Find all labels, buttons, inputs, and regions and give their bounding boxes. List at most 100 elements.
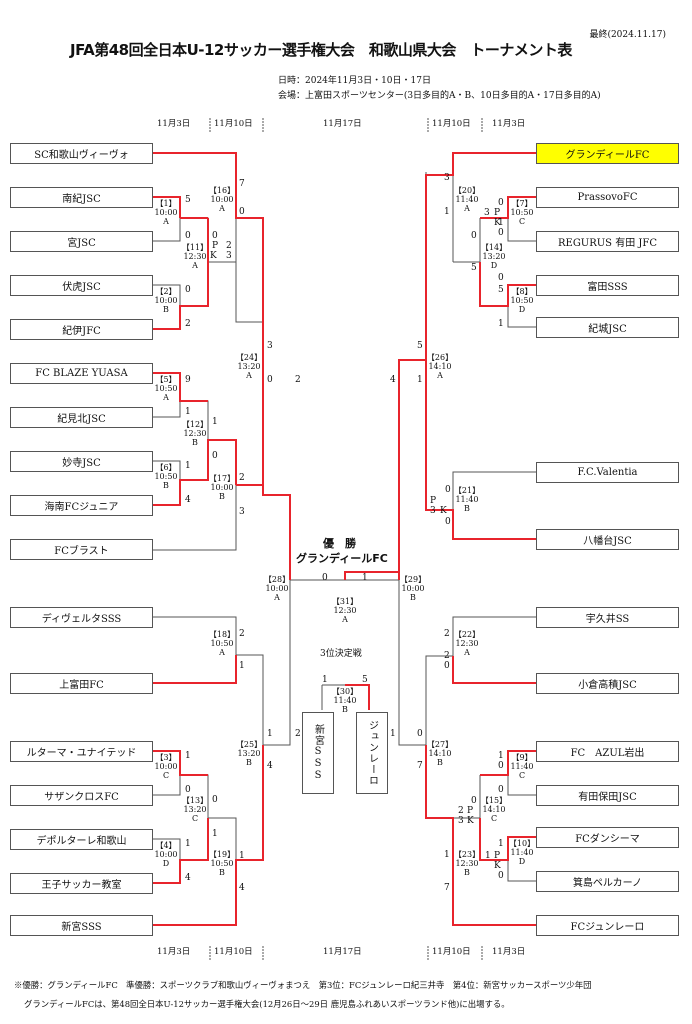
score: K	[494, 861, 501, 871]
day-header-top-c: 11月17日	[323, 119, 362, 129]
day-header-top-r1: 11月3日	[492, 119, 526, 129]
day-header-bottom-r1: 11月3日	[492, 947, 526, 957]
team-box-left: FCブラスト	[10, 539, 153, 560]
team-box-right: 富田SSS	[536, 275, 679, 296]
score: 1	[185, 751, 191, 761]
score: 3	[430, 506, 436, 516]
score: K	[494, 218, 501, 228]
score: 0	[185, 231, 191, 241]
footer-results: ※優勝：グランディールFC 準優勝：スポーツクラブ和歌山ヴィーヴォまつえ 第3位…	[14, 980, 592, 990]
score: 2	[444, 629, 450, 639]
team-box-left: 新宮SSS	[10, 915, 153, 936]
score: 3	[239, 507, 245, 517]
score: 2	[295, 729, 301, 739]
score: 0	[212, 451, 218, 461]
score: 1	[362, 573, 368, 583]
team-box-left: サザンクロスFC	[10, 785, 153, 806]
team-box-left: ディヴェルタSSS	[10, 607, 153, 628]
page-title: JFA第48回全日本U-12サッカー選手権大会 和歌山県大会 トーナメント表	[70, 41, 572, 59]
team-box-right: FCジュンレーロ	[536, 915, 679, 936]
team-box-left: SC和歌山ヴィーヴォ	[10, 143, 153, 164]
team-box-left: 宮JSC	[10, 231, 153, 252]
score: 2	[458, 806, 464, 816]
footer-note: グランディールFCは、第48回全日本U-12サッカー選手権大会(12月26日～2…	[24, 999, 510, 1009]
champion-label: 優 勝	[323, 537, 356, 550]
score: 5	[185, 195, 191, 205]
score: 1	[185, 461, 191, 471]
score: 4	[185, 495, 191, 505]
score: K	[440, 506, 447, 516]
event-dates: 日時：2024年11月3日・10日・17日	[278, 76, 431, 86]
score: 0	[498, 273, 504, 283]
day-header-top-l1: 11月3日	[157, 119, 191, 129]
score: P	[494, 208, 501, 218]
team-box-right: PrassovoFC	[536, 187, 679, 208]
score: 1	[322, 675, 328, 685]
day-header-top-l2: 11月10日	[214, 119, 253, 129]
score: 2	[295, 375, 301, 385]
team-box-left: 海南FCジュニア	[10, 495, 153, 516]
score: P	[494, 851, 501, 861]
score: 0	[322, 573, 328, 583]
score: 5	[417, 341, 423, 351]
score: 0	[267, 375, 273, 385]
score: 7	[444, 883, 450, 893]
team-box-right: 宇久井SS	[536, 607, 679, 628]
team-box-left: 伏虎JSC	[10, 275, 153, 296]
score: 1	[212, 829, 218, 839]
score: 9	[185, 375, 191, 385]
team-box-left: 紀伊JFC	[10, 319, 153, 340]
team-box-right: 箕島ペルカーノ	[536, 871, 679, 892]
score: 1	[498, 319, 504, 329]
champion-name: グランディールFC	[296, 552, 388, 565]
score: 0	[471, 231, 477, 241]
score: 5	[362, 675, 368, 685]
score: 1	[498, 218, 504, 228]
team-box-right: F.C.Valentia	[536, 462, 679, 483]
score: 0	[185, 785, 191, 795]
team-box-right: 有田保田JSC	[536, 785, 679, 806]
team-box-right: FCダンシーマ	[536, 827, 679, 848]
team-box-left: FC BLAZE YUASA	[10, 363, 153, 384]
team-box-left: 上富田FC	[10, 673, 153, 694]
team-box-left: ルターマ・ユナイテッド	[10, 741, 153, 762]
score: 0	[212, 231, 218, 241]
score: 0	[498, 228, 504, 238]
team-box-right-champion: グランディールFC	[536, 143, 679, 164]
team-box-right: 紀城JSC	[536, 317, 679, 338]
score: 1	[417, 375, 423, 385]
score: 0	[445, 485, 451, 495]
score: 1	[444, 207, 450, 217]
team-box-left: 南紀JSC	[10, 187, 153, 208]
score: 0	[445, 517, 451, 527]
team-box-right: FC AZUL岩出	[536, 741, 679, 762]
team-box-left: 王子サッカー教室	[10, 873, 153, 894]
score: 0	[498, 198, 504, 208]
team-box-left: 妙寺JSC	[10, 451, 153, 472]
score: 2	[226, 241, 232, 251]
score: 7	[239, 179, 245, 189]
score: 2	[185, 319, 191, 329]
score: 0	[212, 795, 218, 805]
